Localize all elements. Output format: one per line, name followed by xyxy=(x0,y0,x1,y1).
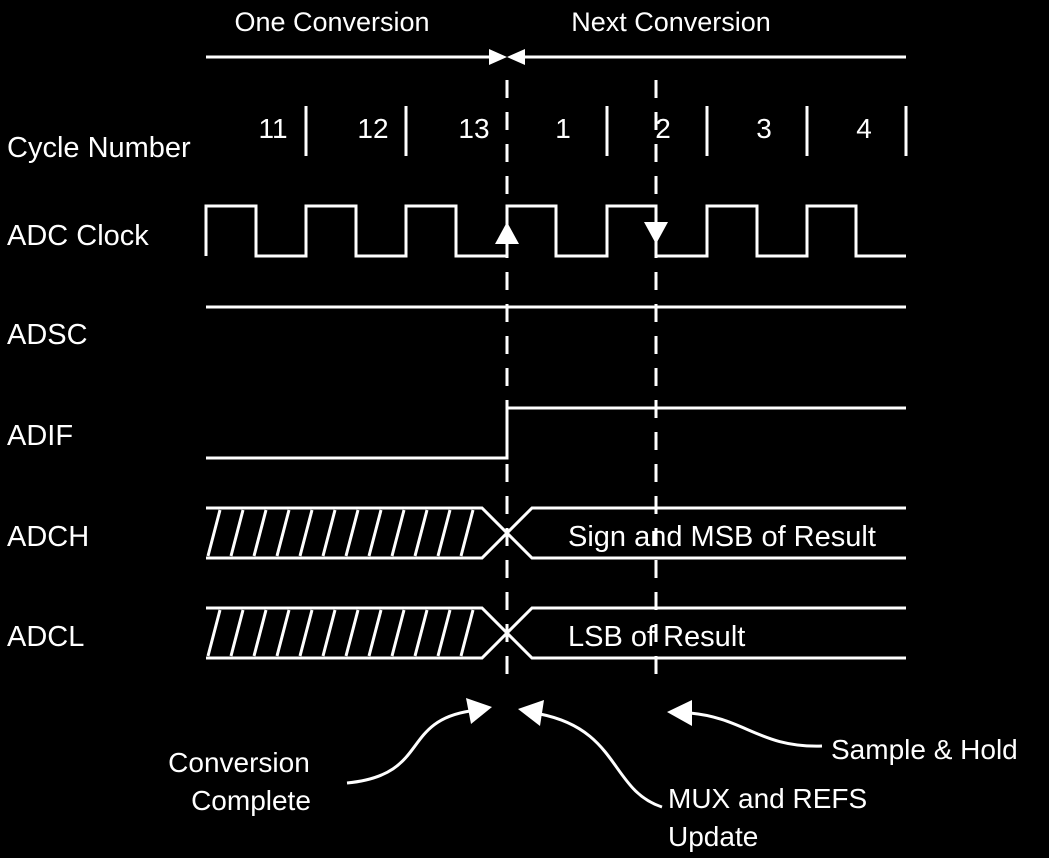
cycle-number: 12 xyxy=(357,113,388,144)
cycle-number: 1 xyxy=(555,113,571,144)
adc-clock-waveform xyxy=(204,204,906,258)
phase-arrows xyxy=(206,49,906,65)
conversion-complete-line1: Conversion xyxy=(168,747,310,778)
sample-hold-label: Sample & Hold xyxy=(831,734,1018,765)
mux-refs-update-line1: MUX and REFS xyxy=(668,783,867,814)
adcl-label: ADCL xyxy=(7,621,84,653)
adif-label: ADIF xyxy=(7,420,73,452)
next-conversion-label: Next Conversion xyxy=(571,7,771,37)
cycle-number: 3 xyxy=(756,113,772,144)
adc-clock-label: ADC Clock xyxy=(7,220,149,252)
adsc-label: ADSC xyxy=(7,319,88,351)
mux-refs-update-callout: MUX and REFS Update xyxy=(518,700,867,852)
adch-value: Sign and MSB of Result xyxy=(568,521,876,553)
adch-label: ADCH xyxy=(7,521,89,553)
rising-edge-arrow xyxy=(495,222,519,244)
cycle-number: 11 xyxy=(258,113,287,144)
adcl-value: LSB of Result xyxy=(568,621,745,653)
mux-refs-update-line2: Update xyxy=(668,821,758,852)
sample-hold-callout: Sample & Hold xyxy=(667,700,1018,765)
cycle-number: 13 xyxy=(458,113,489,144)
one-conversion-label: One Conversion xyxy=(234,7,429,37)
cycle-row: 11 12 13 1 2 3 4 xyxy=(258,106,908,156)
hatch-pattern xyxy=(206,509,475,557)
adif-waveform xyxy=(206,406,906,460)
conversion-complete-line2: Complete xyxy=(191,785,311,816)
cycle-number: 2 xyxy=(655,113,671,144)
conversion-complete-callout: Conversion Complete xyxy=(168,698,492,816)
adch-bus: Sign and MSB of Result xyxy=(206,506,906,560)
cycle-number: 4 xyxy=(856,113,872,144)
falling-edge-arrow xyxy=(644,222,668,244)
hatch-pattern xyxy=(206,609,475,657)
cycle-number-label: Cycle Number xyxy=(7,132,191,164)
adcl-bus: LSB of Result xyxy=(206,606,906,660)
